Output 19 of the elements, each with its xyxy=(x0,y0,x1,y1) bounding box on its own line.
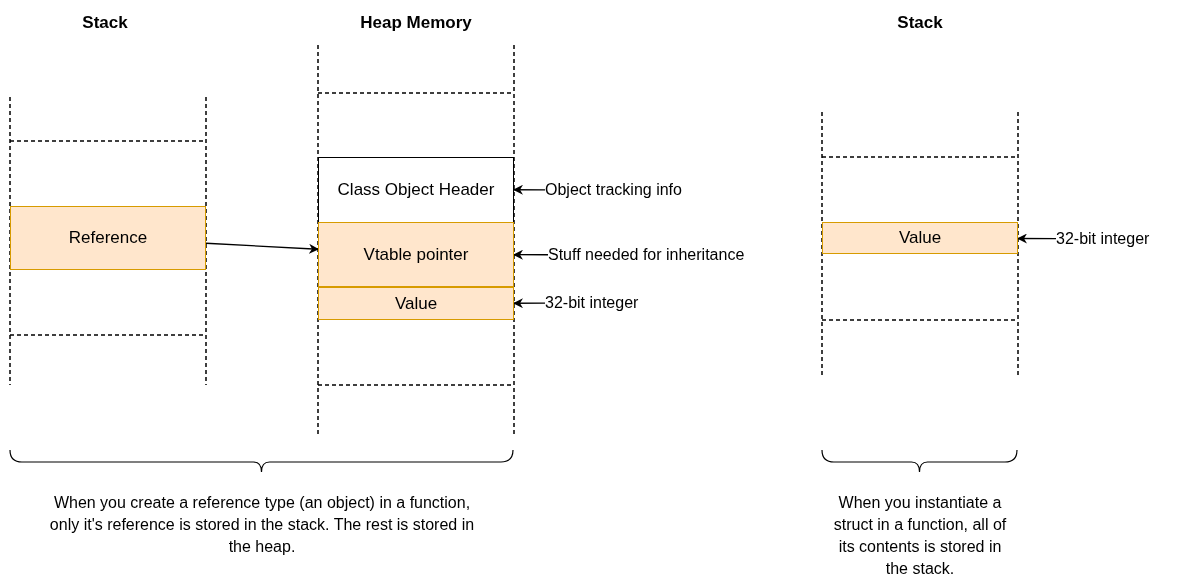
memory-cell: Value xyxy=(822,222,1018,254)
memory-cell: Reference xyxy=(10,206,206,270)
arrow xyxy=(513,298,546,309)
memory-cell: Value xyxy=(318,287,514,320)
caption-text: When you instantiate a struct in a function, all of its contents is stored in the stack. xyxy=(832,493,1008,579)
column-title: Heap Memory xyxy=(359,12,473,34)
annotation-text: 32-bit integer xyxy=(545,292,665,314)
arrow xyxy=(513,184,546,195)
memory-cell: Vtable pointer xyxy=(318,222,514,287)
annotation-text: Stuff needed for inheritance xyxy=(548,244,793,266)
arrow xyxy=(513,249,549,260)
column-title: Stack xyxy=(896,12,944,34)
annotation-text: 32-bit integer xyxy=(1056,228,1176,250)
column-title: Stack xyxy=(81,12,129,34)
header-cell: Class Object Header xyxy=(318,157,514,222)
annotation-text: Object tracking info xyxy=(545,179,720,201)
arrow xyxy=(205,242,319,254)
arrow xyxy=(1017,233,1057,244)
caption-text: When you create a reference type (an object) in a function, only it's reference is stored in the stack. The rest is stored in the heap. xyxy=(48,493,476,557)
